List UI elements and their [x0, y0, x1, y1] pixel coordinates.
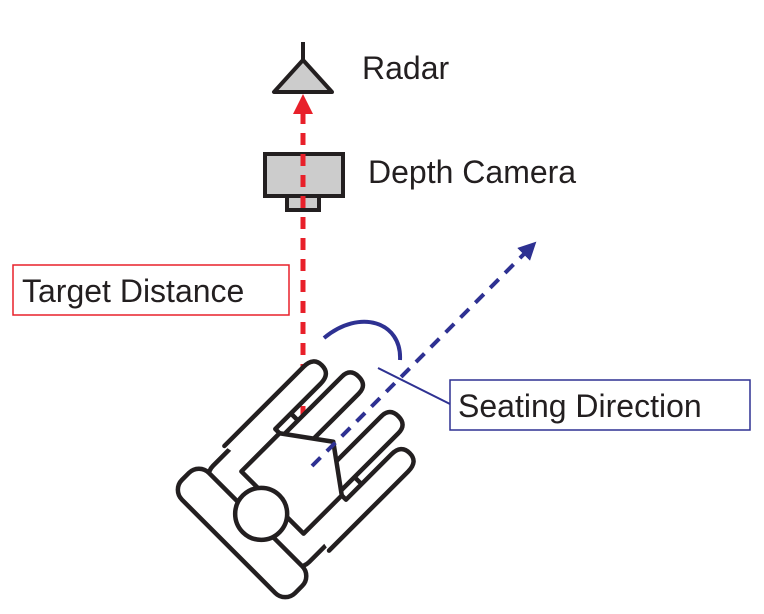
depth-camera-label: Depth Camera: [368, 154, 576, 190]
seating-angle-arc: [322, 319, 403, 361]
radar-label: Radar: [362, 50, 450, 86]
seating-direction-box: [449, 379, 751, 431]
radar-icon: [272, 42, 334, 94]
seating-direction-leader: [377, 367, 453, 406]
target-distance-box: [12, 264, 290, 316]
seating-direction-label: Seating Direction: [458, 388, 702, 424]
target-distance-label: Target Distance: [22, 273, 244, 309]
seated-person-icon: [175, 359, 416, 600]
seating-direction-arrow: [310, 241, 537, 468]
